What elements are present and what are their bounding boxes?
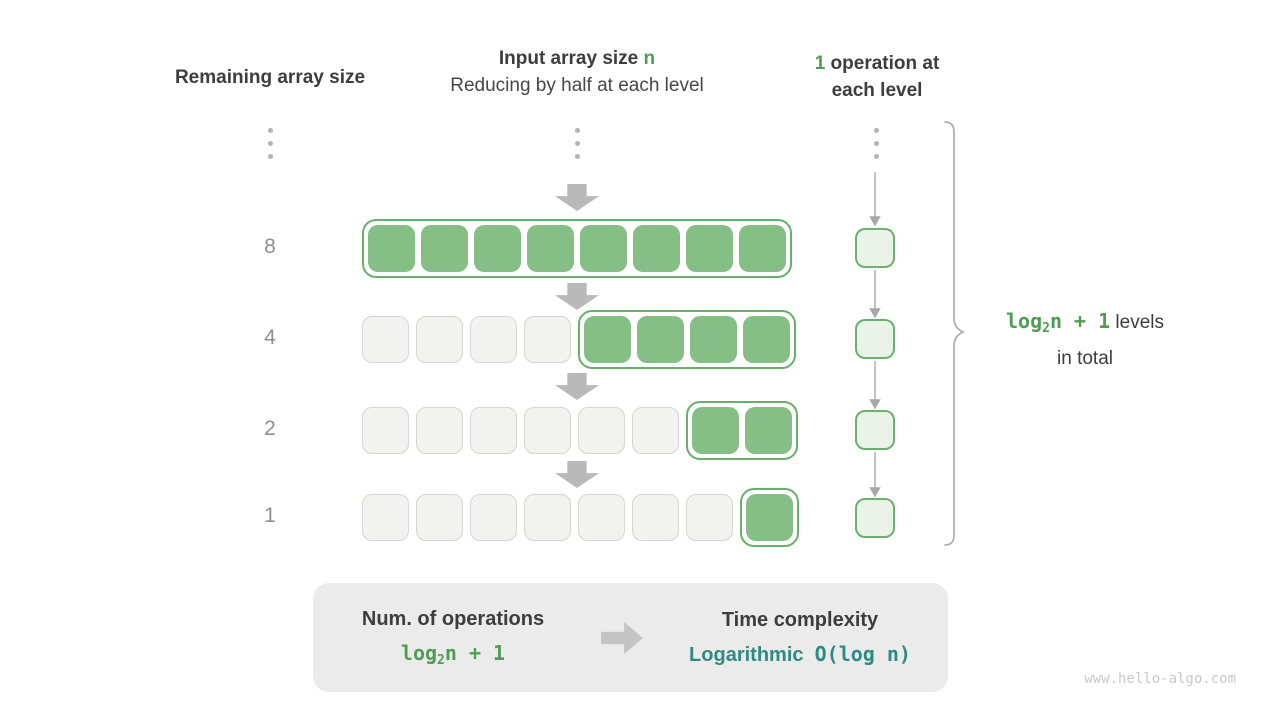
- active-subarray-outline: [740, 488, 799, 547]
- header-remaining-array-size: Remaining array size: [150, 64, 390, 91]
- size-label: 1: [264, 504, 276, 527]
- array-cell-active: [746, 494, 793, 541]
- right-arrow-icon: [601, 622, 643, 654]
- levels-line2: in total: [1057, 348, 1113, 369]
- array-cell-active: [580, 225, 627, 272]
- time-complexity-group: Time complexity Logarithmic O(log n): [660, 583, 940, 692]
- operation-box: [855, 228, 895, 268]
- down-arrow-icon: [555, 461, 599, 488]
- array-cell-active: [686, 225, 733, 272]
- array-cell-inactive: [470, 316, 517, 363]
- complexity-big-o: O(log n): [814, 641, 911, 666]
- array-cell-active: [527, 225, 574, 272]
- header-operations-per-level: 1 operation at each level: [792, 50, 962, 104]
- array-cell-inactive: [578, 494, 625, 541]
- time-complexity-value: Logarithmic O(log n): [660, 642, 940, 667]
- array-cell-active: [633, 225, 680, 272]
- curly-brace-icon: [944, 121, 965, 546]
- array-cell-inactive: [416, 407, 463, 454]
- array-cell-inactive: [524, 316, 571, 363]
- array-cell-inactive: [524, 494, 571, 541]
- array-cell-inactive: [416, 494, 463, 541]
- array-cell-inactive: [470, 407, 517, 454]
- active-subarray-outline: [578, 310, 796, 369]
- num-operations-formula: log2n + 1: [400, 640, 506, 668]
- time-complexity-title: Time complexity: [721, 608, 879, 631]
- array-cell-inactive: [470, 494, 517, 541]
- array-row: [362, 310, 796, 369]
- header-center-title-text: Input array size: [498, 48, 644, 69]
- header-center-subtitle: Reducing by half at each level: [450, 75, 704, 96]
- array-cell-active: [692, 407, 739, 454]
- operation-box: [855, 498, 895, 538]
- down-arrow-icon: [555, 373, 599, 400]
- array-cell-active: [368, 225, 415, 272]
- operation-box: [855, 410, 895, 450]
- size-label: 8: [264, 235, 276, 258]
- array-cell-active: [421, 225, 468, 272]
- log-formula: log2n + 1: [1005, 309, 1111, 336]
- array-cell-active: [690, 316, 737, 363]
- array-cell-inactive: [362, 407, 409, 454]
- array-cell-inactive: [524, 407, 571, 454]
- array-cell-active: [637, 316, 684, 363]
- array-cell-active: [745, 407, 792, 454]
- summary-box: Num. of operations log2n + 1 Time comple…: [313, 583, 948, 692]
- num-operations-title: Num. of operations: [361, 607, 545, 630]
- header-left-text: Remaining array size: [174, 67, 366, 88]
- down-arrow-icon: [555, 184, 599, 211]
- array-cell-inactive: [632, 407, 679, 454]
- array-cell-inactive: [362, 316, 409, 363]
- array-cell-inactive: [578, 407, 625, 454]
- ellipsis-icon: [574, 128, 580, 159]
- size-label: 4: [264, 326, 276, 349]
- array-cell-active: [474, 225, 521, 272]
- operation-box: [855, 319, 895, 359]
- array-cell-inactive: [362, 494, 409, 541]
- array-cell-active: [743, 316, 790, 363]
- active-subarray-outline: [362, 219, 792, 278]
- watermark: www.hello-algo.com: [1084, 671, 1236, 687]
- complexity-name: Logarithmic: [689, 643, 804, 666]
- levels-line1: log2n + 1 levels: [980, 306, 1190, 344]
- down-arrow-icon: [555, 283, 599, 310]
- array-row: [362, 401, 798, 460]
- array-cell-inactive: [632, 494, 679, 541]
- header-right-text: operation at each level: [825, 53, 940, 101]
- header-center-title: Input array size n: [412, 45, 742, 72]
- header-input-array: Input array size n Reducing by half at e…: [412, 45, 742, 99]
- array-cell-active: [584, 316, 631, 363]
- levels-total-label: log2n + 1 levels in total: [980, 306, 1190, 374]
- ellipsis-icon: [873, 128, 879, 159]
- array-cell-active: [739, 225, 786, 272]
- header-right-highlight: 1: [814, 53, 826, 74]
- active-subarray-outline: [686, 401, 798, 460]
- array-row: [362, 488, 799, 547]
- num-operations-group: Num. of operations log2n + 1: [323, 583, 583, 692]
- array-row: [362, 219, 792, 278]
- ellipsis-icon: [267, 128, 273, 159]
- array-cell-inactive: [416, 316, 463, 363]
- header-center-title-n: n: [643, 48, 656, 69]
- size-label: 2: [264, 417, 276, 440]
- array-cell-inactive: [686, 494, 733, 541]
- levels-suffix: levels: [1110, 312, 1165, 333]
